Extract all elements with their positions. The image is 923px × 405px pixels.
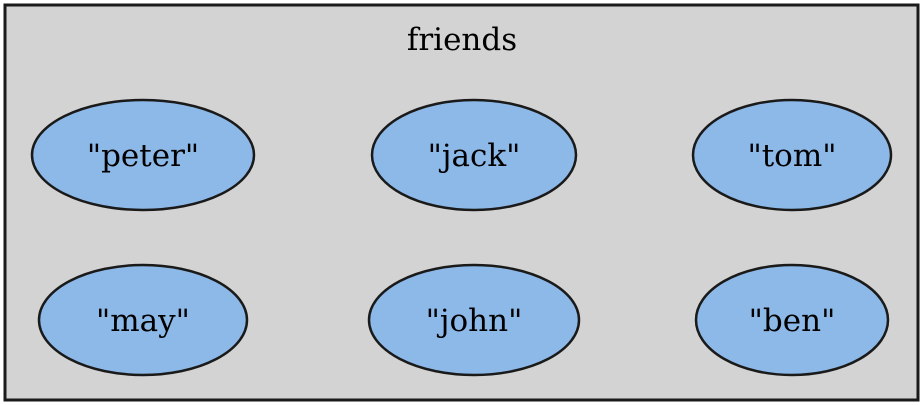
node-ellipse[interactable] bbox=[37, 263, 249, 377]
node-tom[interactable]: "tom" bbox=[691, 98, 893, 212]
cluster-label: friends bbox=[407, 22, 517, 58]
node-label: "jack" bbox=[428, 138, 521, 174]
node-john[interactable]: "john" bbox=[367, 263, 581, 377]
node-ellipse[interactable] bbox=[694, 263, 890, 377]
node-ben[interactable]: "ben" bbox=[694, 263, 890, 377]
node-ellipse[interactable] bbox=[367, 263, 581, 377]
node-jack[interactable]: "jack" bbox=[370, 98, 578, 212]
node-peter[interactable]: "peter" bbox=[30, 98, 256, 212]
node-label: "tom" bbox=[747, 138, 836, 174]
node-label: "peter" bbox=[87, 138, 199, 174]
node-label: "may" bbox=[96, 303, 190, 339]
node-ellipse[interactable] bbox=[30, 98, 256, 212]
node-label: "ben" bbox=[749, 303, 836, 339]
node-ellipse[interactable] bbox=[691, 98, 893, 212]
node-label: "john" bbox=[426, 303, 523, 339]
node-may[interactable]: "may" bbox=[37, 263, 249, 377]
node-ellipse[interactable] bbox=[370, 98, 578, 212]
